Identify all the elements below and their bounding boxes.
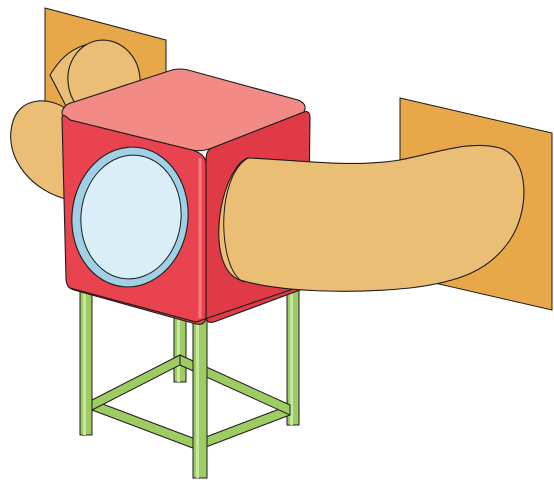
leg-front-right xyxy=(193,318,207,478)
leg-front-right-highlight xyxy=(196,318,199,478)
rail-front xyxy=(92,400,198,450)
rail-right xyxy=(198,405,290,450)
rail-left xyxy=(92,355,180,410)
leg-front-left-highlight xyxy=(83,275,86,435)
leg-back-right-highlight xyxy=(290,285,293,425)
right-tube xyxy=(219,145,524,291)
